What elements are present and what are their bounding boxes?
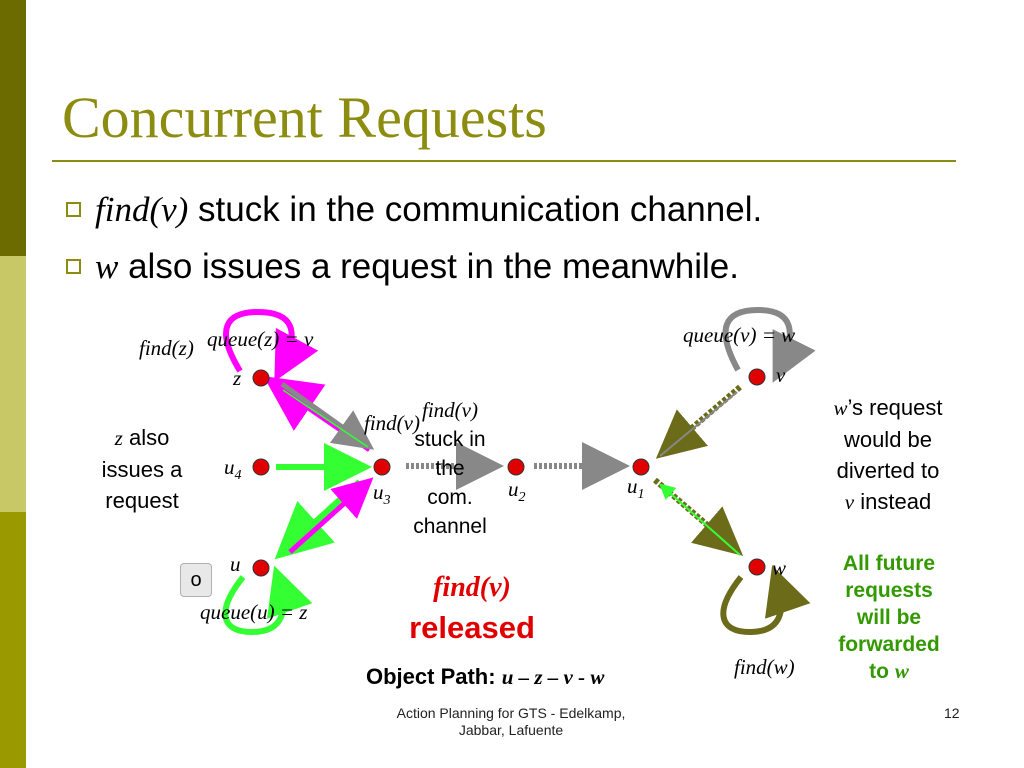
node-u2: [507, 458, 525, 476]
sidebar-mid: [0, 512, 26, 768]
edge-w-u1: [659, 483, 741, 556]
bullet-2-text: also issues a request in the meanwhile.: [118, 247, 739, 286]
bullet-2: w also issues a request in the meanwhile…: [66, 247, 739, 287]
node-u1: [632, 458, 650, 476]
page-number: 12: [944, 705, 960, 721]
loop-v-arrow: [722, 306, 816, 383]
bullet-2-italic: w: [95, 247, 119, 286]
sidebar-dark: [0, 0, 26, 256]
edge-v-u1: [655, 384, 742, 459]
label-queue-v: queue(v) = w: [683, 323, 796, 347]
node-label-v: v: [776, 363, 786, 387]
edge-u-u3: [288, 477, 374, 554]
title-rule: [52, 160, 956, 162]
o-button[interactable]: o: [180, 563, 212, 597]
stuck-note: find(v) stuck in the com. channel: [413, 398, 487, 538]
node-z: [252, 369, 270, 387]
label-find-z: find(z): [139, 336, 194, 360]
bullet-1-italic: find(v): [95, 190, 189, 229]
bullet-1: find(v) stuck in the communication chann…: [66, 190, 762, 230]
slide-title: Concurrent Requests: [62, 85, 547, 150]
object-path: Object Path: u – z – v - w: [366, 664, 605, 689]
square-bullet-icon: [66, 259, 81, 274]
label-find-w: find(w): [734, 655, 795, 679]
node-label-u: u: [230, 552, 241, 576]
w-request-note: w’s request would be diverted to v inste…: [833, 395, 943, 514]
edge-u3-u: [274, 479, 363, 560]
sidebar-light: [0, 256, 26, 512]
node-label-z: z: [233, 366, 242, 390]
square-bullet-icon: [66, 202, 81, 217]
node-label-w: w: [772, 556, 787, 580]
node-v: [748, 368, 766, 386]
label-queue-u: queue(u) = z: [200, 600, 308, 624]
z-also-note: z also issues a request: [101, 425, 183, 513]
node-label-u2: u2: [508, 477, 526, 506]
node-u3: [373, 458, 391, 476]
future-requests-note: All future requests will be forwarded to…: [838, 552, 940, 683]
node-label-u1: u1: [627, 474, 645, 503]
loop-z-arrow: [223, 308, 319, 382]
label-find-v-u3: find(v): [364, 411, 420, 435]
node-label-u4: u4: [224, 455, 242, 484]
loop-w-arrow: [720, 565, 811, 636]
bullet-1-text: stuck in the communication channel.: [188, 190, 763, 229]
edge-u1-v: [659, 391, 738, 457]
footer-source: Action Planning for GTS - Edelkamp, Jabb…: [396, 705, 626, 738]
edge-z-u3-gray: [280, 381, 375, 450]
edge-u1-w: [653, 477, 744, 556]
node-label-u3: u3: [373, 480, 391, 509]
edge-z-u3-green: [282, 389, 369, 448]
node-u: [252, 559, 270, 577]
node-u4: [252, 458, 270, 476]
label-queue-z: queue(z) = v: [207, 327, 314, 351]
released-note: find(v) released: [409, 572, 535, 645]
node-w: [748, 558, 766, 576]
loop-u-arrow: [222, 565, 313, 636]
